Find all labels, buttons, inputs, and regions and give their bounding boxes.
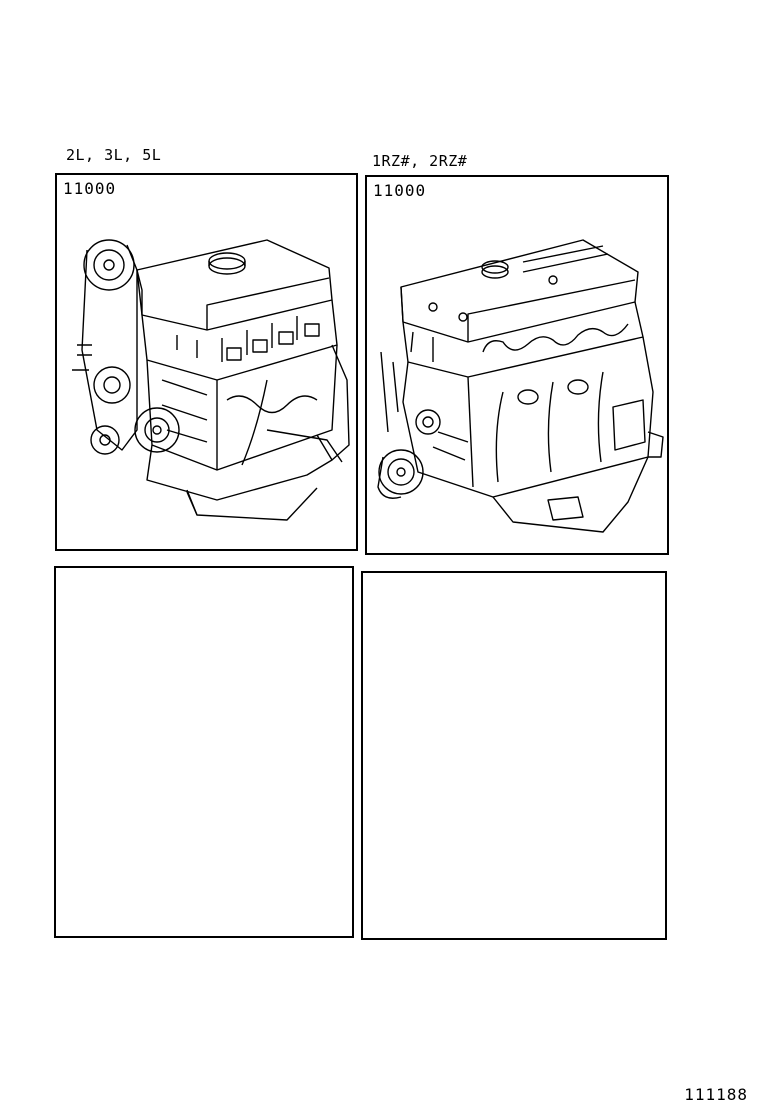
diagram-code: 111188 <box>684 1085 748 1104</box>
engine-illustration-gasoline <box>373 232 665 537</box>
group-label-2l-3l-5l: 2L, 3L, 5L <box>66 146 162 164</box>
engine-illustration-diesel <box>67 230 352 530</box>
part-code: 11000 <box>63 179 117 198</box>
empty-panel-left <box>54 566 354 938</box>
empty-panel-right <box>361 571 667 940</box>
part-code: 11000 <box>373 181 427 200</box>
engine-panel-gasoline[interactable]: 11000 <box>365 175 669 555</box>
group-label-1rz-2rz: 1RZ#, 2RZ# <box>372 152 468 170</box>
engine-panel-diesel[interactable]: 11000 <box>55 173 358 551</box>
